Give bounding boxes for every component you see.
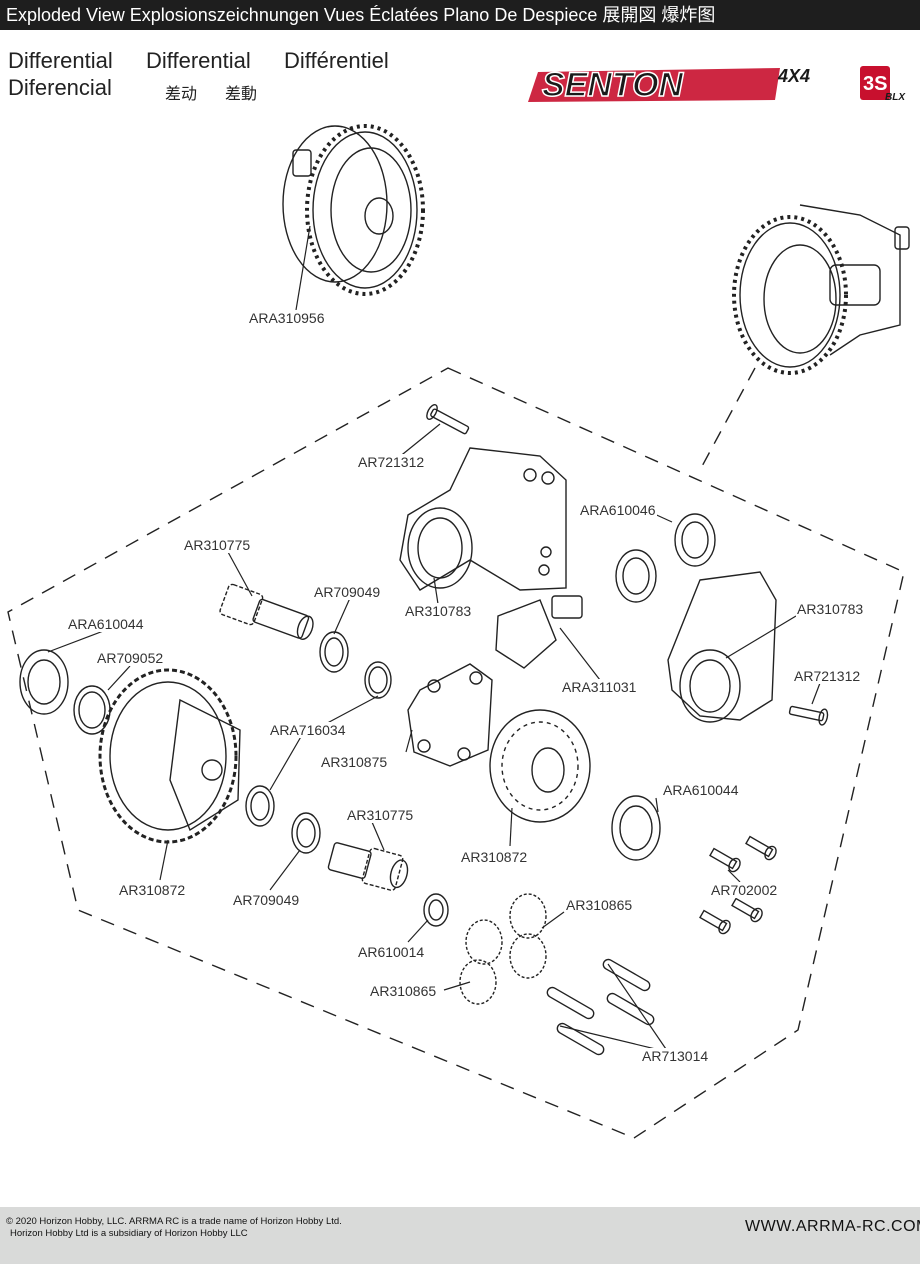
bearing-part-610014 xyxy=(423,893,449,927)
title-es: Diferencial xyxy=(8,75,112,100)
shim-part-lower xyxy=(245,785,275,827)
logo-power-sub: BLX xyxy=(885,92,906,103)
part-label-ara311031: ARA311031 xyxy=(561,679,638,695)
pinion-part-311031 xyxy=(495,595,583,669)
part-label-ar709049-top: AR709049 xyxy=(313,584,382,600)
part-label-ar310783-left: AR310783 xyxy=(404,603,473,619)
screw-part-right xyxy=(788,705,829,726)
gasket-part xyxy=(407,663,493,767)
part-label-ar310872-right: AR310872 xyxy=(460,849,529,865)
copyright-line-2: Horizon Hobby Ltd is a subsidiary of Hor… xyxy=(10,1228,248,1239)
exploded-boundary xyxy=(7,367,905,1139)
part-label-ar709049-bottom: AR709049 xyxy=(232,892,301,908)
part-label-ar310865-left: AR310865 xyxy=(369,983,438,999)
part-label-ar310783-right: AR310783 xyxy=(796,601,865,617)
diff-assembly-part xyxy=(282,124,425,296)
copyright-line-1: © 2020 Horizon Hobby, LLC. ARRMA RC is a… xyxy=(6,1216,342,1227)
part-label-ar713014: AR713014 xyxy=(641,1048,710,1064)
part-label-ar310775-top: AR310775 xyxy=(183,537,252,553)
title-zh: 差動 xyxy=(225,86,258,103)
pin-parts-713014 xyxy=(546,958,655,1056)
title-de: Differential xyxy=(146,48,251,73)
ring-gear-case-part xyxy=(98,668,241,844)
part-label-ar310775-bottom: AR310775 xyxy=(346,807,415,823)
header-bar: Exploded View Explosionszeichnungen Vues… xyxy=(0,0,920,30)
part-label-ara610046: ARA610046 xyxy=(579,502,657,518)
bearing-part-left xyxy=(19,649,69,715)
shim-part xyxy=(364,661,392,699)
part-label-ar610014: AR610014 xyxy=(357,944,426,960)
assembly-link-line xyxy=(699,367,756,471)
spider-gear-parts xyxy=(459,893,547,1005)
part-label-ara610044-left: ARA610044 xyxy=(67,616,145,632)
bearing-part-right xyxy=(611,795,661,861)
part-label-ar310865-right: AR310865 xyxy=(565,897,634,913)
part-label-ar721312-right: AR721312 xyxy=(793,668,862,684)
diff-cover-part xyxy=(489,709,591,823)
header-title: Exploded View Explosionszeichnungen Vues… xyxy=(6,5,716,25)
logo-badge: 4X4 xyxy=(777,66,810,86)
bearing-part-610046 xyxy=(615,513,716,603)
pinion-gear-part-top xyxy=(219,583,314,640)
part-label-ar702002: AR702002 xyxy=(710,882,779,898)
pinion-gear-part-bottom xyxy=(327,842,409,891)
copyright-text: © 2020 Horizon Hobby, LLC. ARRMA RC is a… xyxy=(6,1216,342,1240)
part-label-ar310875: AR310875 xyxy=(320,754,389,770)
housing-half-right-part xyxy=(667,571,777,723)
footer-bar xyxy=(0,1207,920,1264)
part-label-ar310872-left: AR310872 xyxy=(118,882,187,898)
diff-housing-assembly-part xyxy=(732,204,910,375)
housing-half-left-part xyxy=(399,447,567,591)
washer-part-top xyxy=(319,631,349,673)
part-label-ar721312-top: AR721312 xyxy=(357,454,426,470)
part-label-ara310956: ARA310956 xyxy=(248,310,326,326)
title-fr: Différentiel xyxy=(284,48,389,73)
title-ja: 差动 xyxy=(165,86,198,103)
logo-power: 3S xyxy=(863,73,887,95)
washer-part-bottom xyxy=(291,812,321,854)
leader-lines xyxy=(47,225,821,1053)
part-label-ar709052: AR709052 xyxy=(96,650,165,666)
part-label-ara610044-right: ARA610044 xyxy=(662,782,740,798)
screw-parts-702002 xyxy=(699,835,777,935)
website-link[interactable]: WWW.ARRMA-RC.COM xyxy=(745,1218,920,1235)
logo-brand: SENTON xyxy=(542,66,685,104)
title-en: Differential xyxy=(8,48,113,73)
senton-logo: SENTON 4X4 3S BLX xyxy=(528,65,906,105)
screw-part-top xyxy=(426,403,470,435)
part-label-ara716034: ARA716034 xyxy=(269,722,347,738)
